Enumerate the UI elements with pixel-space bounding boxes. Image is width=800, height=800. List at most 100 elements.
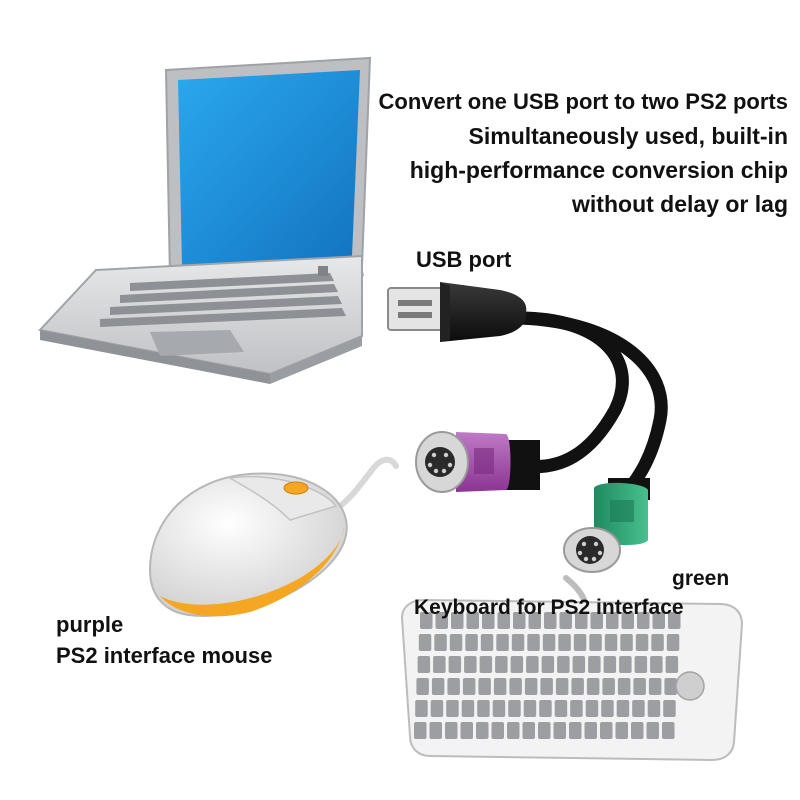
keyboard-key [603,656,617,673]
keyboard-key [460,722,473,739]
keyboard-label: Keyboard for PS2 interface [414,596,684,619]
keyboard-key [604,634,618,651]
ps2-connector-purple [415,431,540,493]
keyboard-key [513,612,526,629]
keyboard-key [448,656,462,673]
mouse-icon [148,456,399,617]
keyboard-key [539,700,552,717]
keyboard-key [528,612,541,629]
keyboard-key [557,656,570,673]
keyboard-key [420,612,433,629]
keyboard-key [637,612,650,629]
keyboard-key [620,634,633,651]
laptop-icon [38,56,372,384]
keyboard-key [542,634,556,651]
green-label: green [672,567,730,590]
keyboard-key [482,612,495,629]
keyboard-key [571,678,584,695]
keyboard-key [509,678,522,695]
headline-block: Convert one USB port to two PS2 ports Si… [379,88,788,224]
keyboard-key [446,700,459,717]
keyboard-key [462,678,476,695]
keyboard-key [646,722,659,739]
keyboard-key [662,722,675,739]
keyboard-key [522,722,535,739]
keyboard-key [559,612,572,629]
mouse-label: PS2 interface mouse [56,643,273,668]
keyboard-key [493,678,507,695]
keyboard-key [652,612,665,629]
keyboard-key [492,700,506,717]
keyboard-key [664,678,677,695]
keyboard-key [476,722,489,739]
keyboard-key [464,656,477,673]
keyboard-key [434,634,447,651]
keyboard-key [573,634,587,651]
keyboard-key [606,612,619,629]
keyboard-key [631,722,644,739]
keyboard-key [647,700,661,717]
usb-port-label: USB port [416,247,512,272]
keyboard-key [570,700,583,717]
keyboard-key [635,634,649,651]
keyboard-key [429,722,442,739]
keyboard-key [511,634,525,651]
keyboard-key [615,722,628,739]
keyboard-key [575,612,588,629]
keyboard-key [541,656,555,673]
keyboard-key [447,678,460,695]
keyboard-key [508,700,521,717]
keyboard-key [479,656,493,673]
keyboard-key [648,678,662,695]
keyboard-key [491,722,504,739]
keyboard-key [651,634,664,651]
keyboard-key [558,634,571,651]
keyboard-key [616,700,630,717]
keyboard-key [585,700,599,717]
keyboard-key [496,634,509,651]
keyboard-key [507,722,520,739]
keyboard-key [634,656,648,673]
usb-to-ps2-cable [387,282,668,573]
keyboard-key [478,678,491,695]
headline-line-2: Simultaneously used, built-in [468,123,788,149]
keyboard-key [414,722,427,739]
keyboard-key [465,634,478,651]
keyboard-key [417,656,431,673]
keyboard-key [445,722,458,739]
keyboard-key [495,656,508,673]
keyboard-key [665,656,679,673]
keyboard-key [430,700,444,717]
keyboard-key [586,678,600,695]
keyboard-key [540,678,553,695]
keyboard-key [415,700,428,717]
keyboard-key [466,612,479,629]
keyboard-key [666,634,680,651]
keyboard-key [617,678,631,695]
keyboard-key [416,678,429,695]
keyboard-key [554,700,568,717]
keyboard-key [526,656,539,673]
keyboard-key [477,700,490,717]
keyboard-key [524,678,538,695]
headline-line-3: high-performance conversion chip [409,157,788,183]
keyboard-key [621,612,634,629]
headline-line-4: without delay or lag [572,191,788,217]
keyboard-key [569,722,582,739]
keyboard-key [538,722,551,739]
keyboard-key [433,656,446,673]
keyboard-key [497,612,510,629]
purple-label: purple [56,612,124,637]
keyboard-key [600,722,613,739]
keyboard-key [588,656,601,673]
keyboard-key [602,678,615,695]
keyboard-key [633,678,646,695]
keyboard-key [584,722,597,739]
keyboard-key [632,700,645,717]
ps2-connector-green [563,478,650,573]
keyboard-key [418,634,432,651]
keyboard-key [619,656,632,673]
keyboard-key [601,700,614,717]
keyboard-key [544,612,557,629]
keyboard-key [663,700,676,717]
